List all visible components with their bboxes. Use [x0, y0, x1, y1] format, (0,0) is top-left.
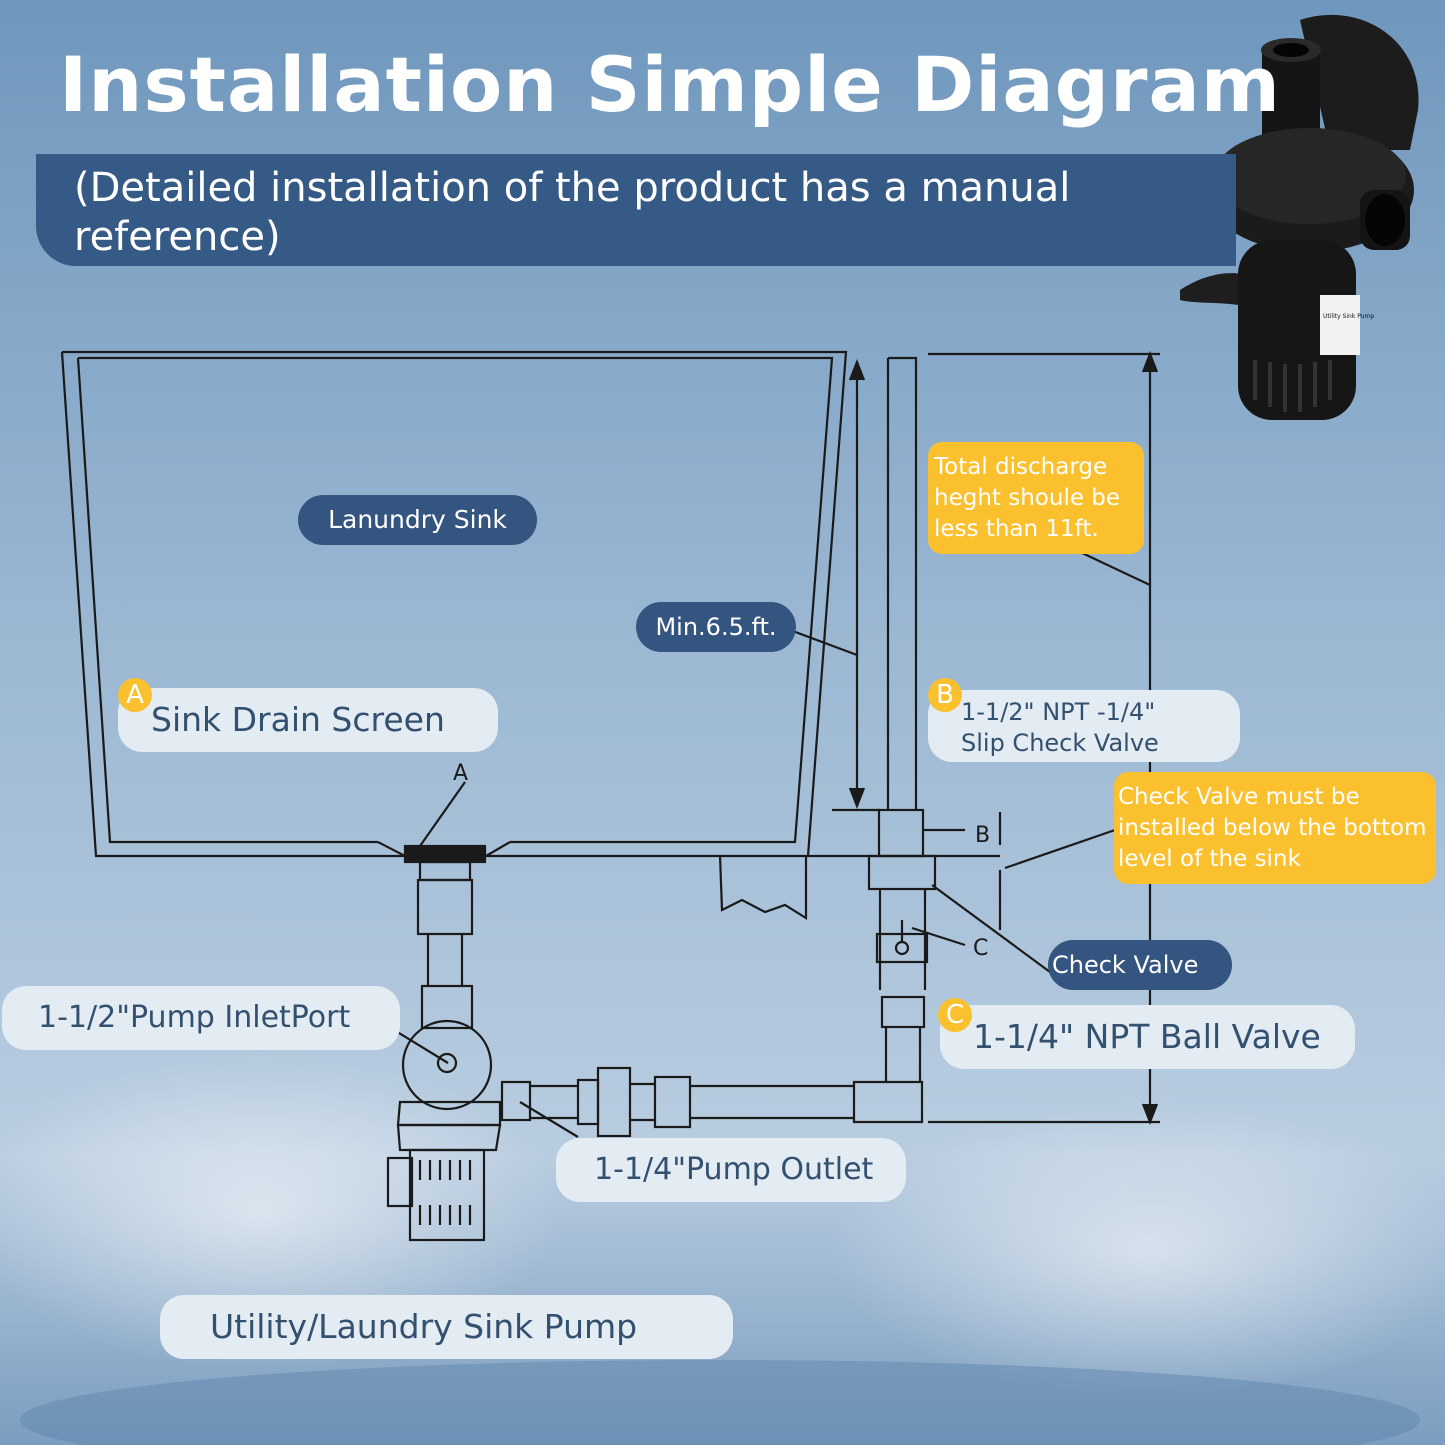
page-title: Installation Simple Diagram: [59, 40, 1281, 129]
badge-b: B: [928, 678, 962, 712]
label-pump-name: Utility/Laundry Sink Pump: [160, 1295, 733, 1359]
subtitle-banner: (Detailed installation of the product ha…: [36, 154, 1236, 266]
label-pump-inlet: 1-1/2"Pump InletPort: [2, 986, 400, 1050]
label-check-valve: Check Valve: [1048, 940, 1232, 990]
drawing-letter-b: B: [975, 823, 990, 848]
badge-a: A: [118, 678, 152, 712]
pump-volute: [401, 1019, 493, 1111]
label-total-discharge: Total discharge heght shoule be less tha…: [928, 442, 1144, 554]
label-ball-valve: 1-1/4" NPT Ball Valve: [940, 1005, 1355, 1069]
label-slip-check-valve: 1-1/2" NPT -1/4" Slip Check Valve: [928, 690, 1240, 762]
pump-product-image: Utility Sink Pump: [1180, 14, 1419, 420]
product-label: Utility Sink Pump: [1323, 313, 1374, 320]
drawing-letter-c: C: [973, 936, 988, 961]
label-min-height: Min.6.5.ft.: [636, 602, 796, 652]
badge-c: C: [938, 998, 972, 1032]
label-sink-drain-screen: Sink Drain Screen: [118, 688, 498, 752]
pump-motor: [408, 1148, 486, 1242]
drawing-letter-a: A: [453, 761, 468, 786]
sink-outline: [60, 351, 405, 858]
discharge-pipe: [886, 356, 918, 810]
min-height-dimension: [832, 362, 880, 812]
label-laundry-sink: Lanundry Sink: [298, 495, 537, 545]
check-valve-shape: [877, 808, 925, 858]
drain-screen-shape: [403, 844, 487, 864]
label-check-valve-note: Check Valve must be installed below the …: [1114, 772, 1436, 884]
label-pump-outlet: 1-1/4"Pump Outlet: [556, 1138, 906, 1202]
